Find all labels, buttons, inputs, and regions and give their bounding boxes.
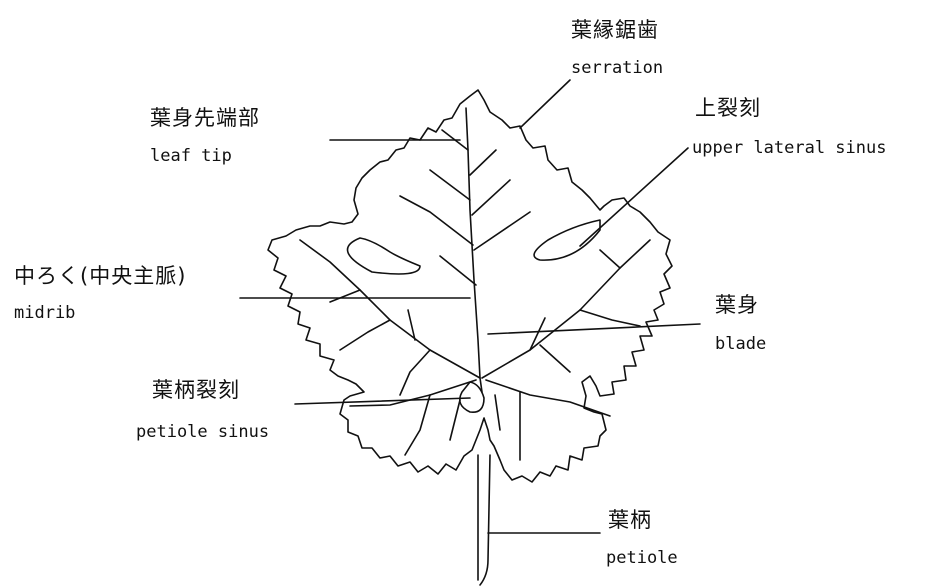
- vein: [600, 250, 620, 268]
- upper-sinus-label-en: upper lateral sinus: [692, 140, 886, 157]
- vein: [580, 310, 640, 326]
- petiole-sinus-leader: [295, 398, 470, 404]
- serration-leader: [520, 80, 570, 128]
- petiole-sinus-label-ja: 葉柄裂刻: [152, 380, 240, 401]
- serration-label-en: serration: [571, 60, 663, 77]
- vein: [430, 170, 470, 200]
- vein: [440, 256, 476, 285]
- midrib-label-ja: 中ろく(中央主脈): [14, 266, 186, 287]
- leaf-outline: [268, 90, 672, 482]
- petiole-sinus-label-en: petiole sinus: [136, 424, 269, 441]
- vein: [400, 350, 430, 395]
- midrib-label-en: midrib: [14, 305, 75, 322]
- vein: [330, 290, 360, 302]
- vein: [472, 180, 510, 215]
- leaf-tip-label-en: leaf tip: [150, 148, 232, 165]
- vein: [400, 196, 473, 245]
- blade-label-en: blade: [715, 336, 766, 353]
- vein: [470, 150, 496, 175]
- upper-sinus-label-ja: 上裂刻: [695, 98, 761, 119]
- petiole-stem: [478, 455, 490, 585]
- petiole-label-ja: 葉柄: [608, 510, 652, 531]
- vein: [530, 318, 545, 350]
- blade-leader: [488, 324, 700, 334]
- upper-sinus-leader: [580, 148, 688, 246]
- vein: [495, 395, 500, 430]
- vein: [474, 212, 530, 250]
- left-upper-sinus-notch: [348, 238, 421, 274]
- blade-label-ja: 葉身: [715, 295, 759, 316]
- right-main-vein: [482, 240, 650, 378]
- vein: [405, 395, 430, 455]
- right-upper-sinus-notch: [534, 220, 600, 260]
- serration-label-ja: 葉縁鋸歯: [571, 20, 659, 41]
- vein: [340, 320, 390, 350]
- vein: [540, 345, 570, 372]
- vein: [450, 400, 460, 440]
- leaf-tip-label-ja: 葉身先端部: [150, 108, 260, 129]
- petiole-sinus-loop: [460, 382, 484, 412]
- petiole-label-en: petiole: [606, 550, 678, 567]
